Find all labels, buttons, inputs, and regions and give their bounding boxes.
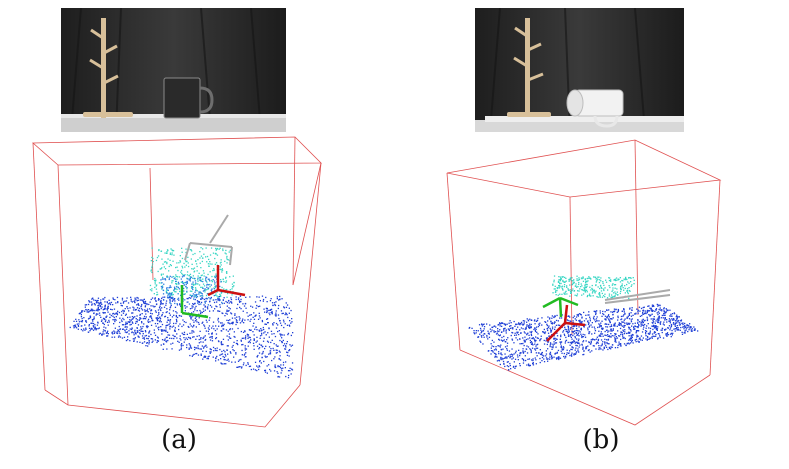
mug-tree-b <box>507 18 551 117</box>
pointcloud-a <box>30 135 330 430</box>
bbox-b <box>446 139 722 426</box>
photo-a <box>61 8 286 132</box>
caption-b: (b) <box>582 425 620 455</box>
gripper-b <box>604 289 671 304</box>
pointcloud-b <box>445 135 735 430</box>
photo-b <box>475 8 684 132</box>
axes-b <box>542 296 586 342</box>
pointcloud-b-svg <box>446 139 722 426</box>
caption-a: (a) <box>161 425 197 455</box>
black-mug-a <box>163 77 214 119</box>
axes-a <box>180 265 246 319</box>
bbox-a <box>31 136 322 428</box>
photo-b-scene <box>475 8 684 132</box>
photo-a-scene <box>61 8 286 132</box>
pointcloud-a-svg <box>31 136 322 428</box>
gripper-a <box>184 214 233 266</box>
mug-tree-a <box>83 18 133 118</box>
white-mug-b <box>566 89 624 128</box>
